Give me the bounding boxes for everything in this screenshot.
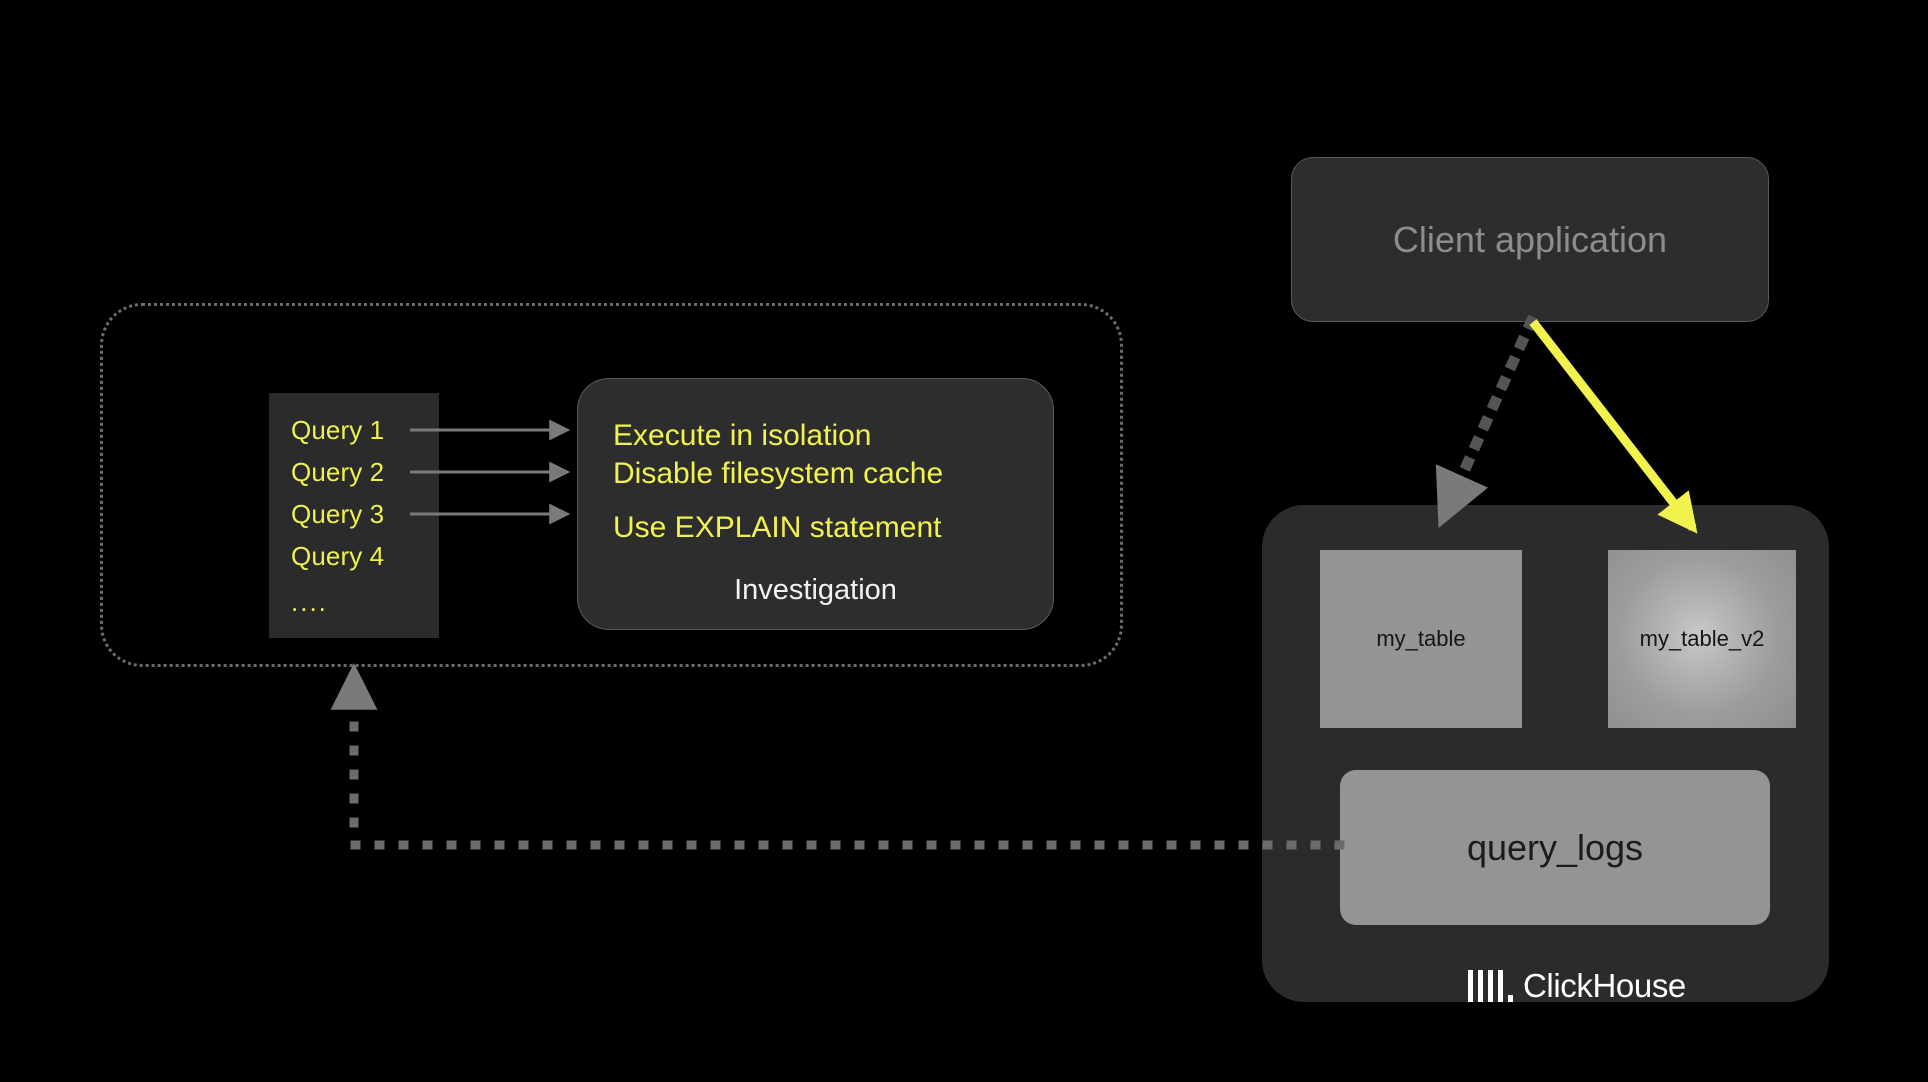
client-application-box: Client application xyxy=(1291,157,1769,322)
connector-client-to-my-table xyxy=(1435,314,1539,529)
investigation-boundary xyxy=(100,303,1123,667)
table-my-table[interactable]: my_table xyxy=(1320,550,1522,728)
query-list-panel: Query 1 Query 2 Query 3 Query 4 .... xyxy=(269,393,439,638)
table-label: query_logs xyxy=(1466,826,1644,868)
list-item[interactable]: Query 1 xyxy=(291,415,385,445)
clickhouse-bars-icon xyxy=(1468,970,1513,1002)
spacer xyxy=(613,493,1033,509)
investigation-step: Use EXPLAIN statement xyxy=(613,511,942,544)
list-item[interactable]: Query 4 xyxy=(291,541,385,571)
connector-query-logs-to-query-list xyxy=(330,662,1345,850)
clickhouse-logo-text: ClickHouse xyxy=(1523,967,1686,1004)
investigation-step: Disable filesystem cache xyxy=(613,457,944,490)
client-application-label: Client application xyxy=(1392,218,1668,260)
investigation-steps: Execute in isolation Disable filesystem … xyxy=(613,417,1033,547)
clickhouse-logo: ClickHouse xyxy=(1468,962,1686,1002)
table-my-table-v2[interactable]: my_table_v2 xyxy=(1608,550,1796,728)
investigation-step: Execute in isolation xyxy=(613,419,872,452)
investigation-card: Execute in isolation Disable filesystem … xyxy=(577,378,1054,630)
table-label: my_table xyxy=(1376,626,1466,651)
list-item[interactable]: Query 2 xyxy=(291,457,385,487)
list-item[interactable]: Query 3 xyxy=(291,499,385,529)
list-item-ellipsis: .... xyxy=(291,587,328,617)
table-label: my_table_v2 xyxy=(1639,626,1765,651)
connector-client-to-my-table-v2 xyxy=(1529,319,1698,534)
investigation-card-title: Investigation xyxy=(734,574,897,606)
table-query-logs[interactable]: query_logs xyxy=(1340,770,1770,925)
